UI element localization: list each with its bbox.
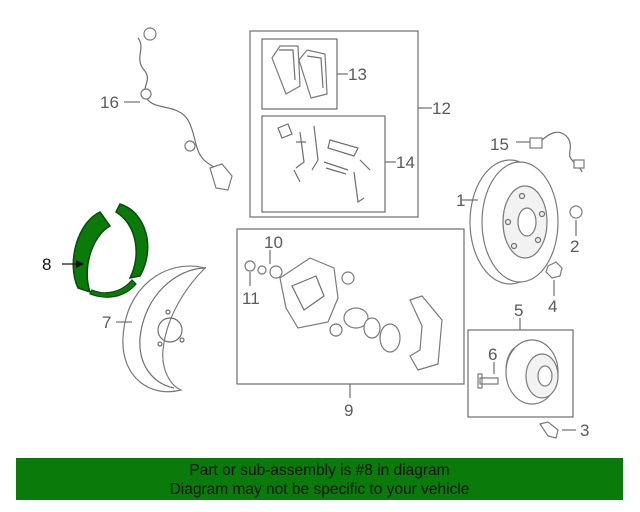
callout-4[interactable]: 4 — [548, 297, 557, 316]
abs-sensor-front-part[interactable] — [529, 131, 585, 173]
dust-shield-part[interactable] — [122, 265, 207, 393]
callout-11[interactable]: 11 — [242, 289, 260, 308]
bolt-part-2[interactable] — [569, 205, 583, 219]
stud-part-6[interactable] — [477, 373, 499, 389]
callout-9[interactable]: 9 — [344, 401, 353, 420]
abs-sensor-rear-part[interactable] — [137, 27, 233, 191]
caliper-part[interactable] — [244, 257, 443, 371]
callout-5[interactable]: 5 — [514, 301, 523, 320]
callout-3[interactable]: 3 — [580, 421, 589, 440]
callout-12[interactable]: 12 — [432, 99, 451, 118]
leader-arrow-8 — [76, 260, 84, 268]
parking-brake-shoe-part[interactable] — [72, 203, 149, 298]
callout-16[interactable]: 16 — [100, 93, 119, 112]
callout-6[interactable]: 6 — [488, 345, 497, 364]
callout-7[interactable]: 7 — [102, 313, 111, 332]
hub-assembly-part[interactable] — [505, 339, 559, 405]
callout-14[interactable]: 14 — [396, 153, 415, 172]
callout-10[interactable]: 10 — [264, 233, 283, 252]
group-box-12 — [249, 30, 419, 218]
brake-pads-part[interactable] — [271, 45, 328, 99]
callout-1[interactable]: 1 — [456, 191, 465, 210]
part-info-banner: Part or sub-assembly is #8 in diagram Di… — [16, 458, 623, 500]
pad-hardware-part[interactable] — [277, 123, 371, 204]
callout-15[interactable]: 15 — [490, 135, 509, 154]
nut-part-4[interactable] — [545, 261, 563, 279]
brake-rotor-part[interactable] — [469, 159, 559, 285]
callout-2[interactable]: 2 — [570, 237, 579, 256]
bolt-part-3[interactable] — [539, 421, 559, 439]
banner-line-2: Diagram may not be specific to your vehi… — [169, 481, 470, 498]
callout-13[interactable]: 13 — [348, 65, 367, 84]
banner-line-1: Part or sub-assembly is #8 in diagram — [189, 462, 450, 479]
group-box-14 — [261, 115, 386, 213]
callout-8[interactable]: 8 — [42, 255, 51, 274]
